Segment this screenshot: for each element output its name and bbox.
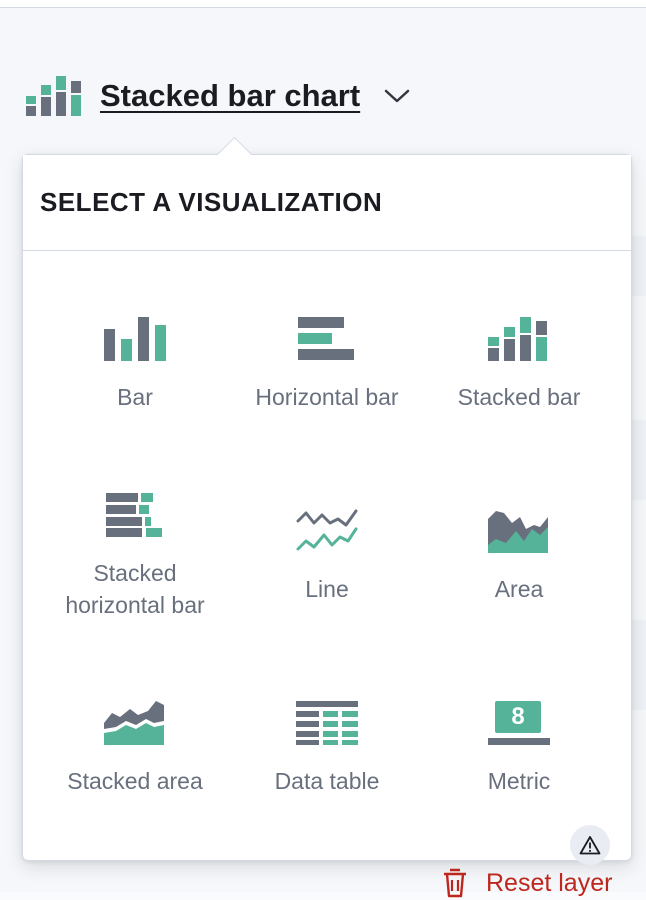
stacked-area-chart-icon xyxy=(104,701,164,745)
line-chart-icon xyxy=(296,509,358,551)
background-stripe xyxy=(628,620,646,710)
visualization-popover: SELECT A VISUALIZATION Bar Horizontal ba… xyxy=(22,136,632,865)
option-label: Data table xyxy=(274,768,380,794)
option-label: Area xyxy=(494,576,544,602)
option-area[interactable]: Area xyxy=(423,509,615,605)
option-horizontal-bar[interactable]: Horizontal bar xyxy=(231,317,423,413)
trash-icon xyxy=(444,868,466,898)
option-data-table[interactable]: Data table xyxy=(231,701,423,797)
horizontal-bar-chart-icon xyxy=(298,317,354,360)
option-label: Stacked area xyxy=(67,768,203,794)
stacked-bar-chart-icon xyxy=(488,317,547,361)
chevron-down-icon[interactable] xyxy=(384,88,410,104)
bar-chart-icon xyxy=(104,317,166,361)
option-metric[interactable]: 8 Metric xyxy=(423,701,615,797)
option-bar[interactable]: Bar xyxy=(39,317,231,413)
option-label: Bar xyxy=(117,384,153,410)
chart-type-switcher[interactable]: Stacked bar chart xyxy=(26,74,410,118)
background-stripe xyxy=(628,420,646,500)
chart-type-label[interactable]: Stacked bar chart xyxy=(100,78,361,113)
background-stripe xyxy=(628,236,646,296)
top-border xyxy=(0,0,646,8)
visualization-grid: Bar Horizontal bar Stacked bar xyxy=(39,295,615,815)
area-chart-icon xyxy=(488,511,548,553)
metric-value: 8 xyxy=(511,703,525,730)
warning-icon xyxy=(579,836,601,855)
option-stacked-area[interactable]: Stacked area xyxy=(39,701,231,797)
option-label: Horizontal bar xyxy=(255,384,399,410)
option-stacked-bar[interactable]: Stacked bar xyxy=(423,317,615,413)
option-label: Line xyxy=(305,576,349,602)
metric-value-box: 8 xyxy=(495,701,541,733)
stacked-horizontal-bar-chart-icon xyxy=(106,493,162,537)
option-stacked-horizontal-bar[interactable]: Stacked horizontal bar xyxy=(39,493,231,621)
reset-layer-label[interactable]: Reset layer xyxy=(486,868,613,897)
option-label: Metric xyxy=(487,768,551,794)
metric-base xyxy=(488,738,550,745)
data-table-icon xyxy=(296,701,358,745)
option-line[interactable]: Line xyxy=(231,509,423,605)
stacked-bar-chart-icon xyxy=(26,76,81,116)
warning-badge[interactable] xyxy=(570,825,610,865)
option-label: Stacked bar xyxy=(457,384,581,410)
reset-layer-button[interactable]: Reset layer xyxy=(438,866,612,900)
option-label: Stacked horizontal bar xyxy=(65,560,205,618)
popover-title: SELECT A VISUALIZATION xyxy=(23,155,631,251)
metric-icon: 8 xyxy=(488,701,550,745)
